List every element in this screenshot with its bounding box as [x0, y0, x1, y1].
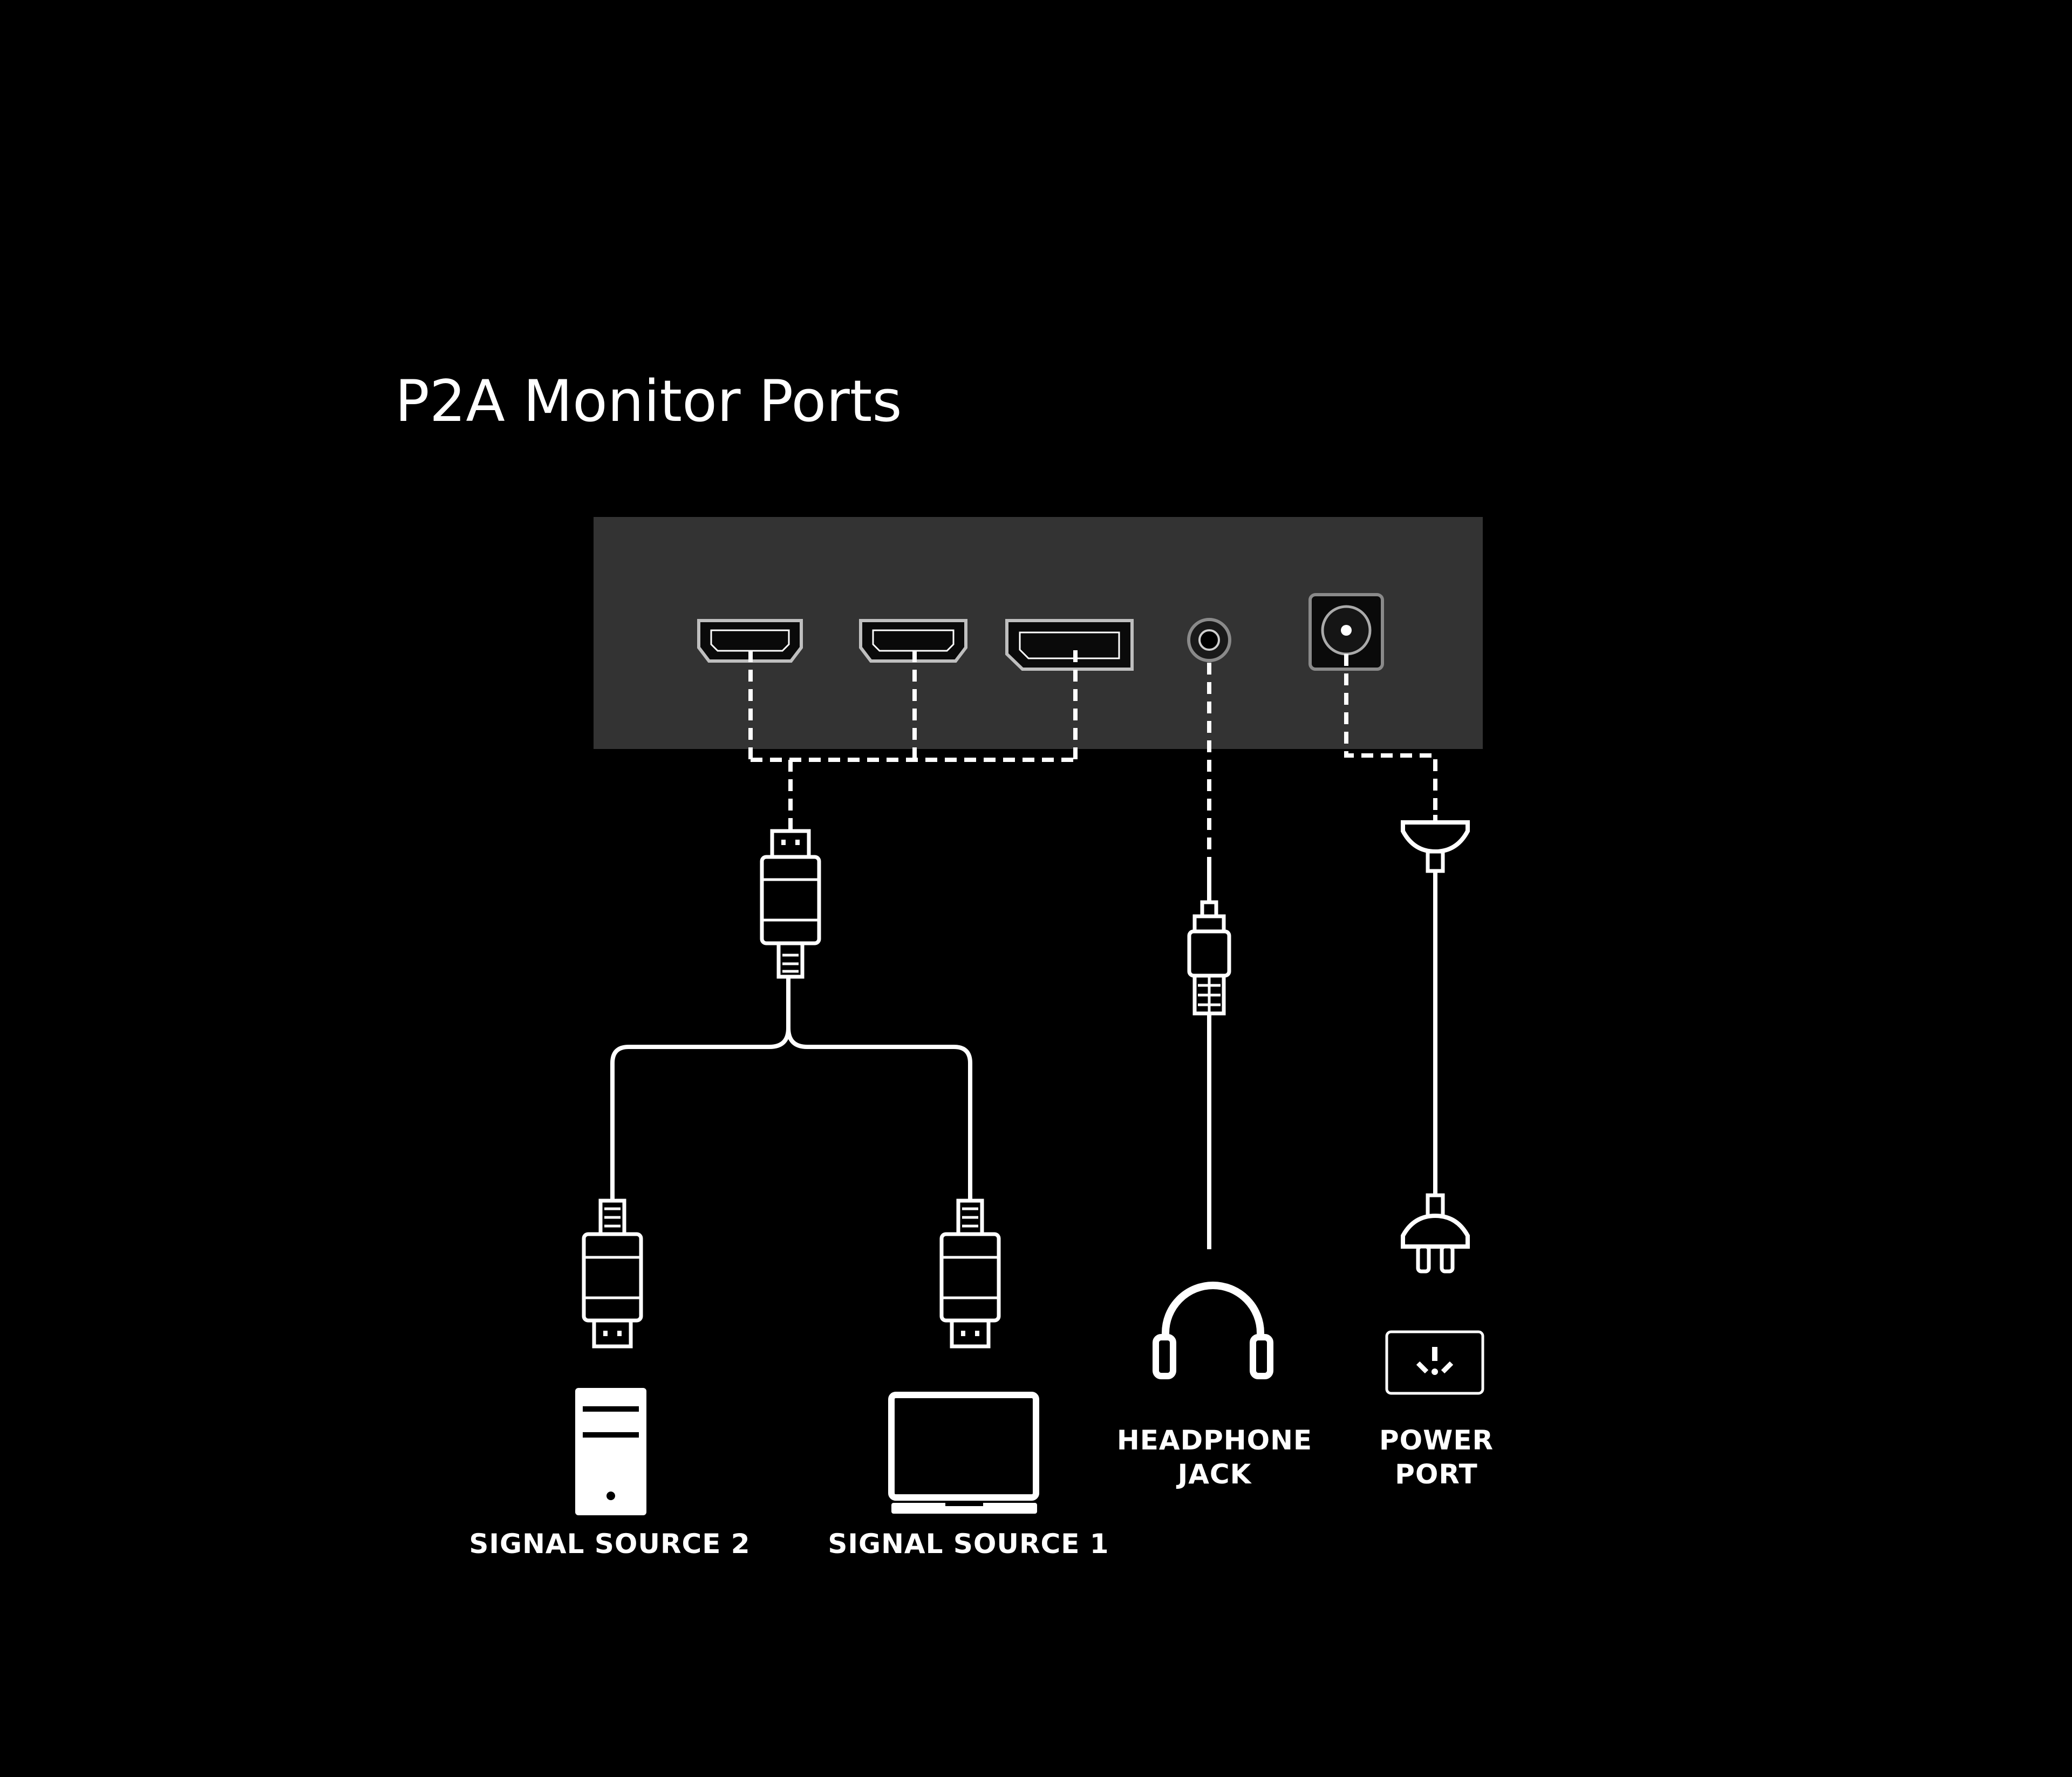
desktop-tower-icon [575, 1388, 646, 1515]
power-cable-socket-icon [1401, 815, 1470, 873]
laptop-icon [888, 1392, 1039, 1514]
hdmi-cable-plug-icon [582, 1199, 643, 1349]
headphones-icon [1153, 1282, 1273, 1379]
dc-power-port-icon [1308, 593, 1384, 671]
audio-plug-icon [1187, 863, 1231, 1016]
displayport-icon [1005, 619, 1134, 671]
hdmi-cable-plug-icon [760, 829, 821, 979]
audio-jack-port-icon [1187, 618, 1231, 662]
headphone-jack-label-line1: HEADPHONE [1117, 1425, 1312, 1456]
power-port-label-line1: POWER [1379, 1425, 1494, 1456]
hdmi-port-icon [859, 619, 967, 663]
hdmi-cable-plug-icon [939, 1199, 1001, 1349]
power-dashed-line [1344, 654, 1437, 815]
headphone-jack-label-line2: JACK [1176, 1459, 1252, 1490]
signal-source-2-label: SIGNAL SOURCE 2 [469, 1528, 750, 1560]
power-plug-icon [1401, 1193, 1470, 1274]
signal-source-1-label: SIGNAL SOURCE 1 [828, 1528, 1109, 1560]
hdmi-port-icon [697, 619, 803, 663]
power-outlet-icon [1385, 1330, 1484, 1395]
power-port-label-line2: PORT [1395, 1459, 1478, 1490]
page-title: P2A Monitor Ports [395, 368, 902, 434]
hdmi-splitter-cable [610, 977, 972, 1201]
